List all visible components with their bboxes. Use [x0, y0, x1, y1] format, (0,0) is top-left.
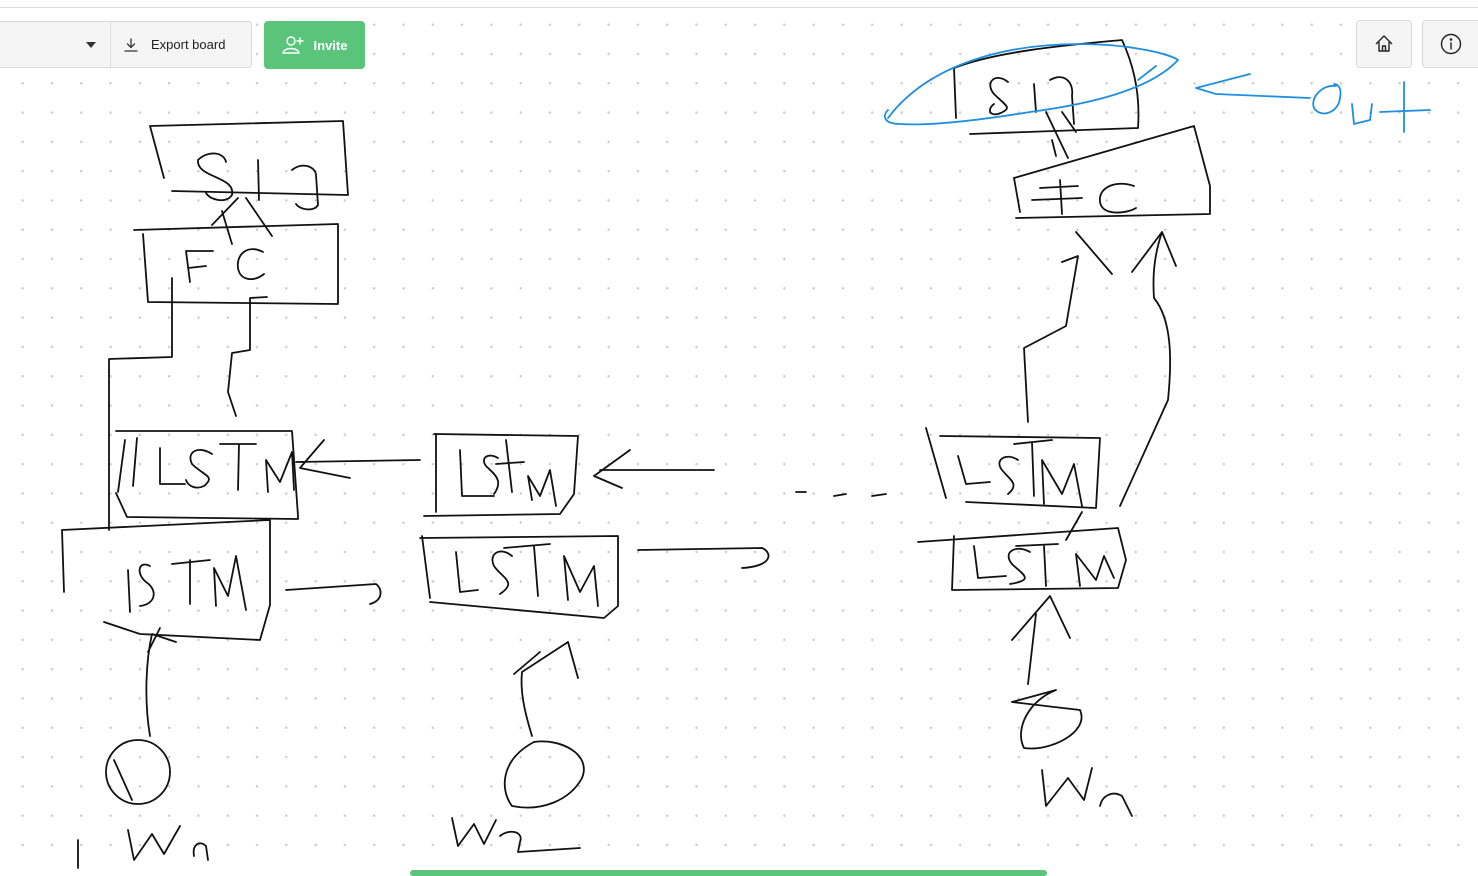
top-border	[0, 0, 1478, 8]
info-icon	[1440, 33, 1462, 55]
add-user-icon	[281, 36, 304, 54]
export-board-label: Export board	[151, 37, 226, 52]
export-board-button[interactable]: Export board	[111, 22, 225, 67]
download-icon	[124, 37, 138, 52]
home-button[interactable]	[1356, 20, 1412, 68]
invite-button[interactable]: Invite	[264, 21, 365, 69]
board-dropdown[interactable]	[0, 22, 111, 67]
bottom-status-bar	[410, 870, 1047, 876]
info-button[interactable]	[1422, 20, 1478, 68]
board-toolbar: Export board	[0, 21, 252, 68]
home-icon	[1375, 35, 1393, 52]
invite-label: Invite	[313, 37, 348, 53]
chevron-down-icon	[86, 41, 96, 48]
